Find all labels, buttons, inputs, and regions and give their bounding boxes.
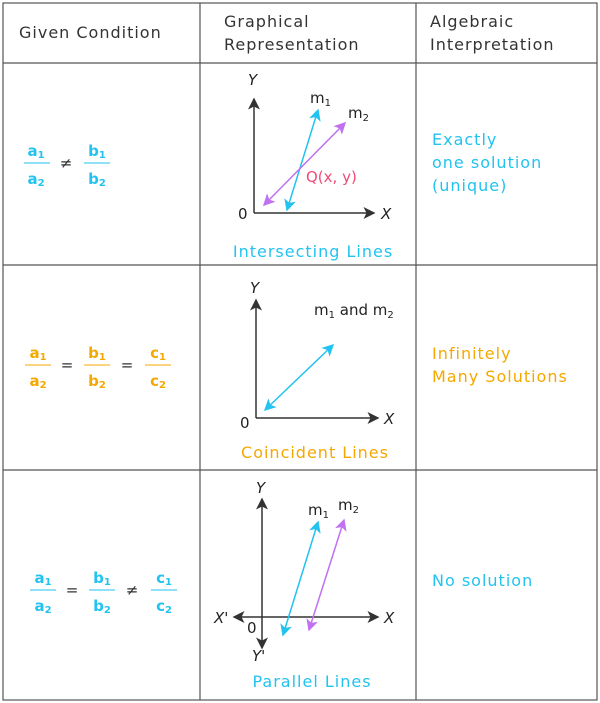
svg-text:b1: b1 bbox=[88, 142, 106, 161]
origin: 0 bbox=[240, 414, 250, 432]
coincident-graph bbox=[250, 298, 380, 424]
parallel-graph bbox=[232, 497, 380, 650]
y-label: Y bbox=[250, 279, 261, 297]
origin: 0 bbox=[238, 205, 248, 223]
m2-label: m2 bbox=[348, 104, 369, 124]
condition-row2: a1 a2 = b1 b2 = c1 c2 bbox=[25, 344, 171, 391]
m2-label: m2 bbox=[338, 496, 359, 516]
interpretation-none: No solution bbox=[432, 571, 534, 590]
m1-and-m2-label: m1 and m2 bbox=[314, 301, 394, 321]
header-given-condition: Given Condition bbox=[19, 23, 162, 42]
intersecting-graph bbox=[248, 97, 376, 219]
svg-text:c1: c1 bbox=[156, 569, 172, 588]
origin: 0 bbox=[247, 619, 257, 637]
svg-text:a1: a1 bbox=[34, 569, 51, 588]
y-label: Y bbox=[248, 71, 259, 89]
x-label: X bbox=[383, 410, 395, 428]
svg-text:a1: a1 bbox=[27, 142, 44, 161]
line-m1 bbox=[284, 108, 321, 212]
svg-text:=: = bbox=[66, 581, 79, 599]
svg-text:a1: a1 bbox=[29, 344, 46, 363]
svg-text:a2: a2 bbox=[29, 372, 46, 391]
svg-text:≠: ≠ bbox=[60, 154, 73, 172]
line-m2 bbox=[262, 121, 347, 207]
x-prime-label: X' bbox=[213, 609, 228, 627]
x-label: X bbox=[383, 609, 395, 627]
svg-text:b2: b2 bbox=[88, 372, 106, 391]
svg-text:c2: c2 bbox=[150, 372, 166, 391]
svg-text:=: = bbox=[61, 356, 74, 374]
svg-text:b2: b2 bbox=[88, 170, 106, 189]
caption-intersecting: Intersecting Lines bbox=[233, 242, 393, 261]
svg-text:b2: b2 bbox=[93, 597, 111, 616]
caption-parallel: Parallel Lines bbox=[252, 672, 371, 691]
condition-row3: a1 a2 = b1 b2 ≠ c1 c2 bbox=[30, 569, 177, 616]
intersection-point-label: Q(x, y) bbox=[306, 168, 357, 186]
x-label: X bbox=[380, 205, 392, 223]
svg-text:c1: c1 bbox=[150, 344, 166, 363]
y-label: Y bbox=[256, 479, 267, 497]
line-m1-m2 bbox=[263, 343, 335, 412]
m1-label: m1 bbox=[308, 501, 329, 521]
m1-label: m1 bbox=[310, 89, 331, 109]
svg-text:c2: c2 bbox=[156, 597, 172, 616]
line-m2 bbox=[306, 518, 347, 632]
svg-text:=: = bbox=[121, 356, 134, 374]
y-prime-label: Y' bbox=[252, 647, 265, 665]
condition-row1: a1 a2 ≠ b1 b2 bbox=[24, 142, 110, 189]
svg-text:b1: b1 bbox=[93, 569, 111, 588]
caption-coincident: Coincident Lines bbox=[241, 443, 389, 462]
svg-text:a2: a2 bbox=[34, 597, 51, 616]
conditions: a1 a2 ≠ b1 b2 a1 a2 = b1 b2 = c1 c2 a1 a… bbox=[24, 142, 177, 616]
svg-text:≠: ≠ bbox=[126, 581, 139, 599]
svg-text:a2: a2 bbox=[27, 170, 44, 189]
svg-text:b1: b1 bbox=[88, 344, 106, 363]
